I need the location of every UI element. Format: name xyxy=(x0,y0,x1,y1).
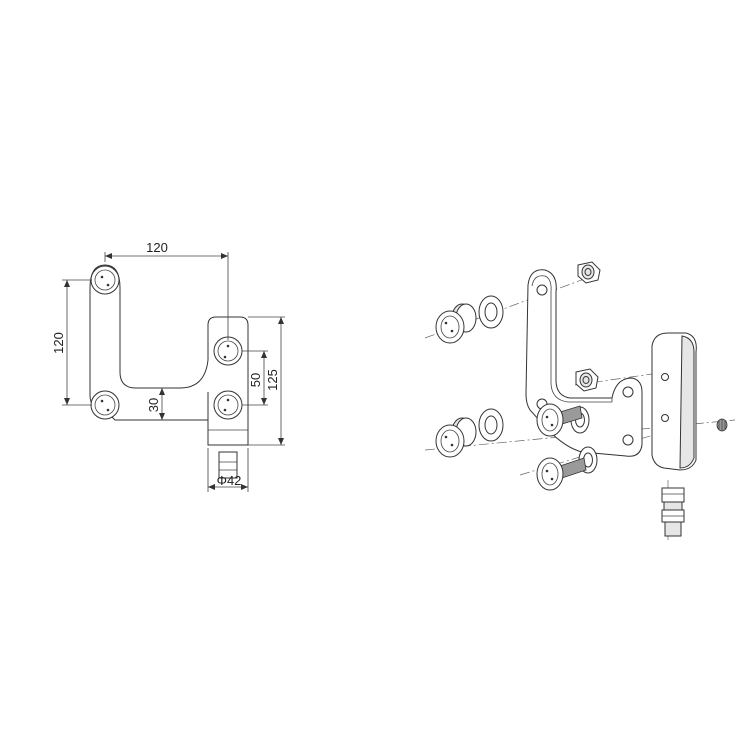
dim-top-width-label: 120 xyxy=(146,240,168,255)
washer-top xyxy=(478,295,504,329)
hex-nut-top xyxy=(577,261,601,284)
dim-inner-height-label: 50 xyxy=(248,373,263,387)
threaded-stud xyxy=(218,451,238,479)
block-side-face xyxy=(679,335,695,469)
dim-arm-width-label: 30 xyxy=(146,398,161,412)
glass-fitting-top xyxy=(435,303,477,344)
fitting-top-left xyxy=(90,265,120,295)
dimension-total-height: 125 xyxy=(248,316,285,446)
orthographic-view: 120 120 30 50 125 xyxy=(51,240,285,492)
dimension-arm-width: 30 xyxy=(146,388,165,420)
dimension-left-height: 120 xyxy=(51,279,92,406)
spigot-block xyxy=(207,316,249,446)
dim-left-height-label: 120 xyxy=(51,332,66,354)
bracket-hole-right-top xyxy=(622,386,634,398)
dimension-diameter: Φ42 xyxy=(207,448,249,492)
set-screw xyxy=(716,418,728,432)
bracket-hole-top xyxy=(536,284,548,296)
hex-nut-middle xyxy=(575,368,599,392)
glass-fitting-lower xyxy=(536,457,587,491)
threaded-spigot xyxy=(661,487,685,537)
fitting-bottom-left xyxy=(90,390,120,420)
exploded-view xyxy=(424,261,736,540)
dimension-inner-height: 50 xyxy=(242,350,268,406)
fitting-bottom-right xyxy=(213,390,243,420)
glass-fitting-bolted xyxy=(536,403,583,437)
block-hole-top xyxy=(661,373,669,381)
dimension-top-width: 120 xyxy=(104,240,229,340)
block-hole-bottom xyxy=(661,414,669,422)
glass-fitting-middle xyxy=(435,417,477,458)
assembly-axis-top xyxy=(424,274,596,339)
washer-middle xyxy=(478,408,504,442)
fitting-top-right xyxy=(213,336,243,366)
dim-diameter-label: Φ42 xyxy=(217,473,242,488)
bracket-hole-right-bottom xyxy=(622,434,634,446)
dim-total-height-label: 125 xyxy=(265,369,280,391)
